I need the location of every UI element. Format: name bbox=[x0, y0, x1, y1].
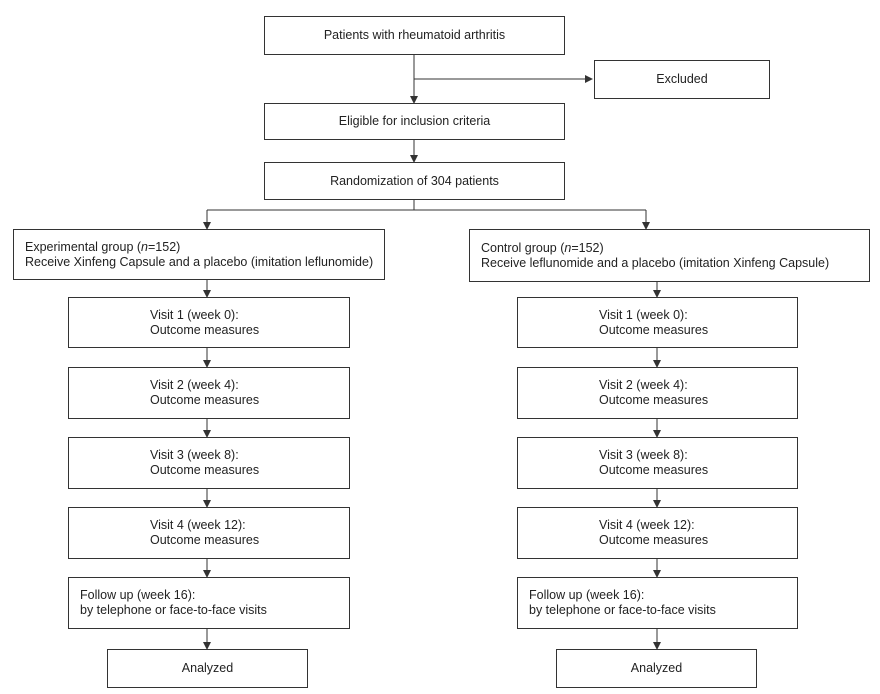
ctl-visit-1-box: Visit 1 (week 0): Outcome measures bbox=[517, 297, 798, 348]
visit-label: Visit 1 (week 0): bbox=[599, 307, 688, 322]
ctl-title-prefix: Control group ( bbox=[481, 240, 565, 255]
control-group-title: Control group (n=152) bbox=[481, 241, 604, 256]
ctl-visit-3-box: Visit 3 (week 8): Outcome measures bbox=[517, 437, 798, 489]
exp-visit-2-box: Visit 2 (week 4): Outcome measures bbox=[68, 367, 350, 419]
visit-detail: Outcome measures bbox=[150, 393, 260, 407]
ctl-title-suffix: =152) bbox=[571, 240, 604, 255]
visit-detail: Outcome measures bbox=[150, 463, 260, 477]
exp-analyzed-box: Analyzed bbox=[107, 649, 308, 688]
visit-detail: Outcome measures bbox=[150, 322, 260, 337]
exp-visit-4-box: Visit 4 (week 12): Outcome measures bbox=[68, 507, 350, 559]
experimental-treatment: Receive Xinfeng Capsule and a placebo (i… bbox=[25, 254, 374, 269]
visit-label: Visit 1 (week 0): bbox=[150, 307, 239, 322]
exp-visit-3-box: Visit 3 (week 8): Outcome measures bbox=[68, 437, 350, 489]
follow-up-label: Follow up (week 16): bbox=[80, 588, 196, 602]
excluded-label: Excluded bbox=[656, 72, 708, 86]
ctl-title-n: n bbox=[564, 240, 572, 255]
randomization-label: Randomization of 304 patients bbox=[330, 173, 499, 188]
exp-title-n: n bbox=[141, 239, 148, 254]
visit-detail: Outcome measures bbox=[599, 393, 709, 407]
randomization-box: Randomization of 304 patients bbox=[264, 162, 565, 200]
follow-up-label: Follow up (week 16): bbox=[529, 588, 645, 602]
control-group-box: Control group (n=152) Receive leflunomid… bbox=[469, 229, 870, 282]
analyzed-label: Analyzed bbox=[181, 661, 234, 675]
ctl-visit-2-box: Visit 2 (week 4): Outcome measures bbox=[517, 367, 798, 419]
eligible-label: Eligible for inclusion criteria bbox=[338, 114, 491, 128]
analyzed-label: Analyzed bbox=[630, 661, 683, 675]
visit-label: Visit 3 (week 8): bbox=[150, 448, 239, 462]
follow-up-detail: by telephone or face-to-face visits bbox=[80, 603, 267, 617]
visit-label: Visit 4 (week 12): bbox=[599, 518, 695, 532]
visit-detail: Outcome measures bbox=[150, 533, 260, 547]
visit-label: Visit 4 (week 12): bbox=[150, 518, 246, 532]
visit-label: Visit 2 (week 4): bbox=[599, 378, 688, 392]
follow-up-detail: by telephone or face-to-face visits bbox=[529, 603, 716, 617]
control-treatment: Receive leflunomide and a placebo (imita… bbox=[481, 255, 830, 270]
visit-label: Visit 3 (week 8): bbox=[599, 448, 688, 462]
visit-detail: Outcome measures bbox=[599, 463, 709, 477]
ctl-follow-up-box: Follow up (week 16): by telephone or fac… bbox=[517, 577, 798, 629]
exp-visit-1-box: Visit 1 (week 0): Outcome measures bbox=[68, 297, 350, 348]
patients-label: Patients with rheumatoid arthritis bbox=[323, 28, 506, 42]
experimental-group-box: Experimental group (n=152) Receive Xinfe… bbox=[13, 229, 385, 280]
patients-box: Patients with rheumatoid arthritis bbox=[264, 16, 565, 55]
exp-title-suffix: =152) bbox=[147, 239, 181, 254]
ctl-analyzed-box: Analyzed bbox=[556, 649, 757, 688]
ctl-visit-4-box: Visit 4 (week 12): Outcome measures bbox=[517, 507, 798, 559]
visit-detail: Outcome measures bbox=[599, 533, 709, 547]
eligible-box: Eligible for inclusion criteria bbox=[264, 103, 565, 140]
experimental-group-title: Experimental group (n=152) bbox=[25, 240, 180, 255]
excluded-box: Excluded bbox=[594, 60, 770, 99]
exp-follow-up-box: Follow up (week 16): by telephone or fac… bbox=[68, 577, 350, 629]
exp-title-prefix: Experimental group ( bbox=[25, 239, 142, 254]
visit-detail: Outcome measures bbox=[599, 322, 709, 337]
visit-label: Visit 2 (week 4): bbox=[150, 378, 239, 392]
